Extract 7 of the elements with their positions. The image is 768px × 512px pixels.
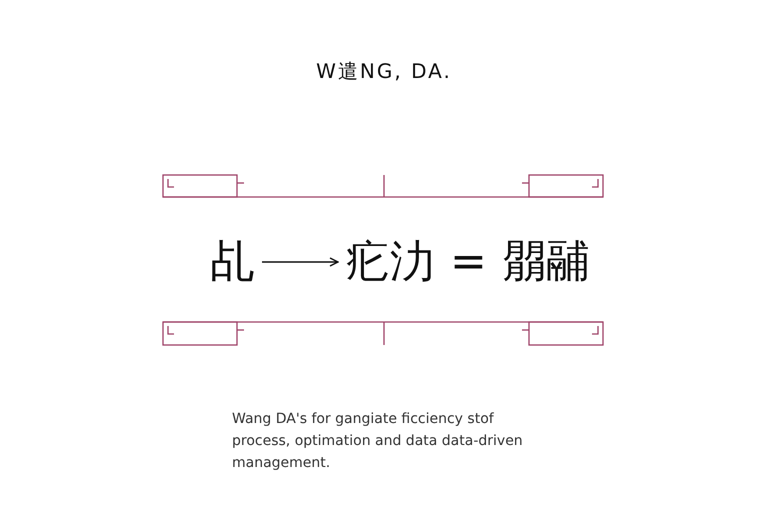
glyph-text: 疕氻 — [346, 236, 434, 287]
title: W遣NG, DA. — [315, 58, 453, 85]
glyph-text: 朤鬴 — [502, 236, 590, 287]
glyph-text: 乩 — [210, 236, 254, 287]
arrow — [262, 257, 339, 267]
caption: Wang DA's for gangiate ficciency stof process, optimation and data data-driven management. — [232, 410, 524, 473]
equals-sign: = — [450, 236, 487, 288]
